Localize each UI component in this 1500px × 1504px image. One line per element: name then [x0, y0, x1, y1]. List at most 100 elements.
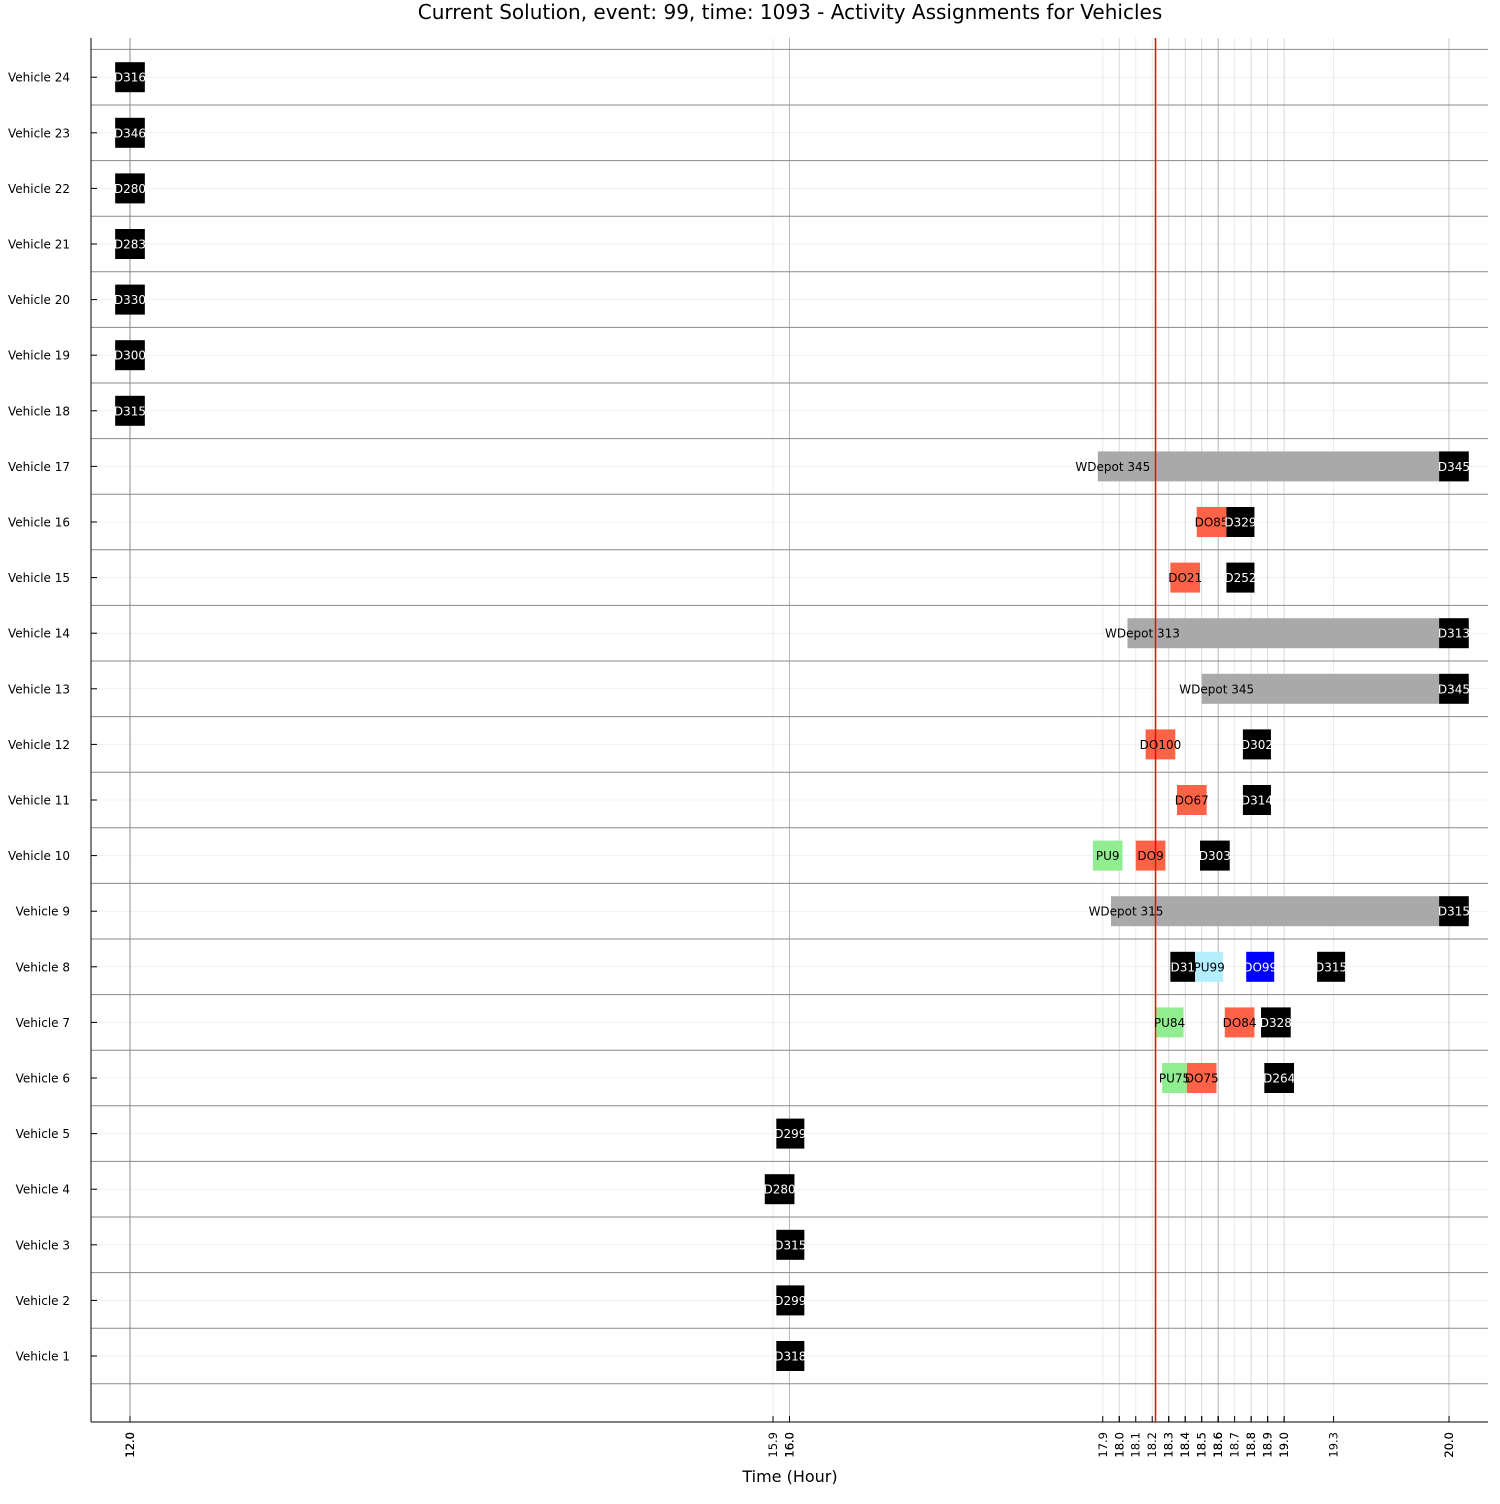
- x-tick-label: 18.3: [1162, 1432, 1176, 1458]
- activity-bar: [1264, 1063, 1295, 1093]
- activity-label: DO67: [1175, 794, 1209, 808]
- y-tick-label: Vehicle 11: [8, 794, 70, 808]
- x-tick-label: 18.5: [1195, 1432, 1209, 1458]
- activity-bar: [1246, 951, 1275, 982]
- x-tick-label: 18.9: [1261, 1432, 1275, 1458]
- y-tick-label: Vehicle 13: [8, 682, 70, 696]
- activity-bar: [1196, 507, 1227, 537]
- x-tick-label: 12.0: [123, 1432, 137, 1458]
- y-tick-label: Vehicle 14: [8, 627, 70, 641]
- y-tick-label: Vehicle 16: [8, 516, 70, 530]
- activity-bar: [1242, 729, 1271, 760]
- activity-bar: [1200, 840, 1230, 871]
- activity-label: D300: [114, 349, 146, 363]
- activity-label: D328: [1260, 1016, 1292, 1030]
- activity-label: D302: [1241, 738, 1273, 752]
- x-tick-label: 18.8: [1244, 1432, 1258, 1458]
- activity-bar: [1226, 562, 1255, 593]
- x-tick-label: 20.0: [1442, 1432, 1456, 1458]
- activity-bar: [1111, 896, 1440, 927]
- activity-label: D315: [114, 404, 146, 418]
- activity-label: D315: [1315, 960, 1347, 974]
- x-tick-label: 18.8: [1244, 1432, 1258, 1458]
- activity-bar: [1170, 951, 1196, 982]
- activity-label: D316: [114, 71, 146, 85]
- activity-label: D318: [774, 1350, 806, 1364]
- activity-label: WDepot 345: [1179, 682, 1254, 696]
- x-tick-label: 17.9: [1096, 1432, 1110, 1458]
- activity-bar: [776, 1285, 805, 1316]
- activity-label: WDepot 315: [1089, 905, 1164, 919]
- activity-label: DO99: [1243, 960, 1277, 974]
- x-tick-label: 18.1: [1129, 1432, 1143, 1458]
- x-tick-label: 18.6: [1211, 1432, 1225, 1458]
- activity-label: D346: [114, 126, 146, 140]
- x-axis-label: Time (Hour): [742, 1467, 838, 1486]
- activity-bar: [776, 1229, 805, 1260]
- x-tick-label: 16.0: [783, 1432, 797, 1458]
- activity-label: D264: [1263, 1072, 1295, 1086]
- activity-label: PU84: [1154, 1016, 1185, 1030]
- y-tick-label: Vehicle 23: [8, 126, 70, 140]
- x-tick-label: 18.3: [1162, 1432, 1176, 1458]
- y-tick-label: Vehicle 24: [8, 71, 70, 85]
- x-tick-label: 12.0: [123, 1432, 137, 1458]
- activity-label: D299: [774, 1127, 806, 1141]
- x-tick-label: 19.0: [1277, 1432, 1291, 1458]
- activity-label: PU9: [1096, 849, 1120, 863]
- activity-bar: [115, 62, 145, 93]
- activity-label: D314: [1241, 794, 1273, 808]
- activity-label: D31: [1170, 960, 1195, 974]
- x-tick-label: 16.0: [783, 1432, 797, 1458]
- activity-bar: [1317, 951, 1346, 982]
- y-tick-label: Vehicle 12: [8, 738, 70, 752]
- activity-label: D315: [1438, 905, 1470, 919]
- y-tick-label: Vehicle 17: [8, 460, 70, 474]
- y-tick-label: Vehicle 15: [8, 571, 70, 585]
- activity-label: D303: [1199, 849, 1231, 863]
- x-tick-label: 12.0: [123, 1432, 137, 1458]
- activity-label: DO85: [1195, 516, 1229, 530]
- activity-bar: [1195, 951, 1224, 982]
- activity-bar: [1226, 507, 1255, 537]
- activity-bar: [1155, 1007, 1184, 1038]
- y-tick-label: Vehicle 1: [16, 1350, 70, 1364]
- y-tick-label: Vehicle 18: [8, 404, 70, 418]
- activity-bar: [776, 1341, 805, 1371]
- activity-bar: [1261, 1007, 1291, 1038]
- activity-bar: [115, 117, 145, 148]
- x-tick-label: 18.4: [1178, 1432, 1192, 1458]
- x-tick-label: 15.9: [766, 1432, 780, 1458]
- activity-label: D280: [114, 182, 146, 196]
- activity-bar: [1176, 785, 1207, 815]
- activity-label: WDepot 313: [1105, 627, 1180, 641]
- y-tick-label: Vehicle 20: [8, 293, 70, 307]
- activity-bar: [1439, 451, 1469, 482]
- activity-label: WDepot 345: [1075, 460, 1150, 474]
- y-tick-label: Vehicle 5: [16, 1127, 70, 1141]
- activity-bar: [115, 340, 145, 371]
- x-tick-label: 18.6: [1211, 1432, 1225, 1458]
- activity-bar: [1224, 1007, 1255, 1038]
- activity-bar: [1439, 673, 1469, 704]
- activity-bar: [1242, 785, 1271, 815]
- x-tick-label: 20.0: [1442, 1432, 1456, 1458]
- activity-bar: [776, 1118, 805, 1149]
- x-tick-label: 18.7: [1228, 1432, 1242, 1458]
- activity-label: DO21: [1168, 571, 1202, 585]
- activity-bar: [115, 229, 145, 259]
- activity-bar: [1201, 673, 1440, 704]
- activity-label: D313: [1438, 627, 1470, 641]
- y-tick-label: Vehicle 3: [16, 1238, 70, 1252]
- x-tick-label: 12.0: [123, 1432, 137, 1458]
- activity-bar: [1135, 840, 1166, 871]
- x-tick-label: 18.0: [1112, 1432, 1126, 1458]
- activity-bar: [1162, 1063, 1187, 1093]
- activity-label: D329: [1224, 516, 1256, 530]
- activity-label: D252: [1224, 571, 1256, 585]
- y-tick-label: Vehicle 8: [16, 960, 70, 974]
- activity-bar: [115, 173, 145, 204]
- y-tick-label: Vehicle 10: [8, 849, 70, 863]
- activity-label: D315: [774, 1238, 806, 1252]
- activity-label: DO9: [1137, 849, 1163, 863]
